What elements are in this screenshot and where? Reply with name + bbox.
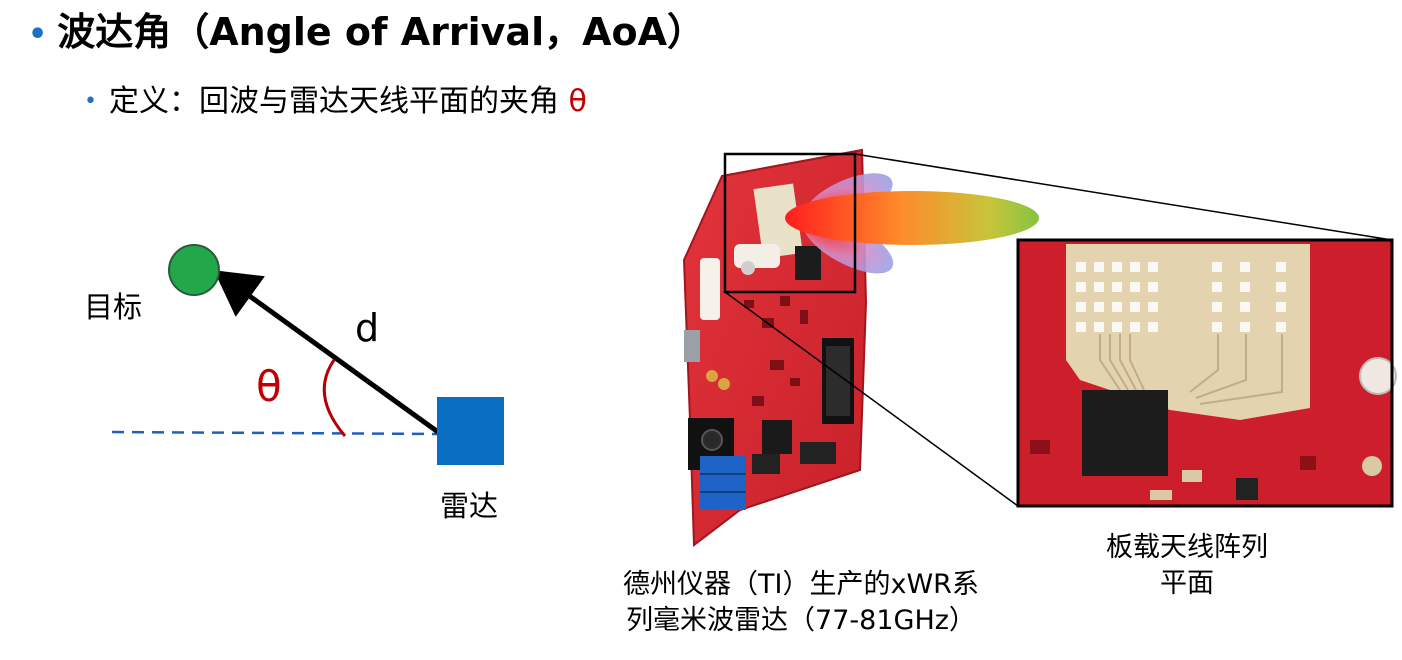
bullet-icon: • xyxy=(84,89,97,115)
zoom-source-box xyxy=(723,152,857,294)
board-antenna-area xyxy=(753,183,803,259)
definition-line: • 定义：回波与雷达天线平面的夹角 θ xyxy=(84,84,587,120)
zoom-connector-top xyxy=(854,153,1393,241)
definition-text: 定义：回波与雷达天线平面的夹角 xyxy=(108,84,569,119)
board-usb-port xyxy=(684,330,700,362)
rf-chip xyxy=(1082,390,1168,476)
baseline-dashed-line xyxy=(111,430,439,436)
radar-board-caption: 德州仪器（TI）生产的xWR系 列毫米波雷达（77-81GHz） xyxy=(566,567,1036,638)
antenna-caption-line-2: 平面 xyxy=(1160,567,1214,599)
board-switch xyxy=(762,420,792,454)
definition-theta: θ xyxy=(568,84,587,119)
target-label: 目标 xyxy=(84,290,143,324)
bullet-icon: • xyxy=(28,16,48,52)
board-barcode-sticker xyxy=(700,258,720,320)
board-chip xyxy=(795,246,821,280)
board-pin-header xyxy=(800,442,836,464)
angle-arc xyxy=(322,359,347,437)
angle-theta-label: θ xyxy=(256,362,282,411)
main-lobe xyxy=(785,191,1039,245)
board-terminal-block xyxy=(700,456,746,510)
distance-label: d xyxy=(355,306,380,350)
title-text: 波达角（Angle of Arrival，AoA） xyxy=(57,10,706,54)
radar-caption-line-1: 德州仪器（TI）生产的xWR系 xyxy=(623,569,979,600)
zoom-inset-frame xyxy=(1016,238,1394,508)
radar-caption-line-2: 列毫米波雷达（77-81GHz） xyxy=(626,604,976,636)
antenna-patches xyxy=(1076,262,1286,332)
board-label xyxy=(734,244,780,268)
antenna-caption-line-1: 板载天线阵列 xyxy=(1106,532,1268,563)
radar-label: 雷达 xyxy=(440,489,499,523)
radar-square xyxy=(437,397,504,465)
zoom-connector-bottom xyxy=(724,291,1019,507)
antenna-zoom-inset xyxy=(1018,240,1397,506)
slide-title: •波达角（Angle of Arrival，AoA） xyxy=(28,10,705,56)
antenna-caption: 板载天线阵列 平面 xyxy=(1062,530,1312,601)
target-circle xyxy=(168,244,220,296)
echo-arrow xyxy=(213,270,440,435)
